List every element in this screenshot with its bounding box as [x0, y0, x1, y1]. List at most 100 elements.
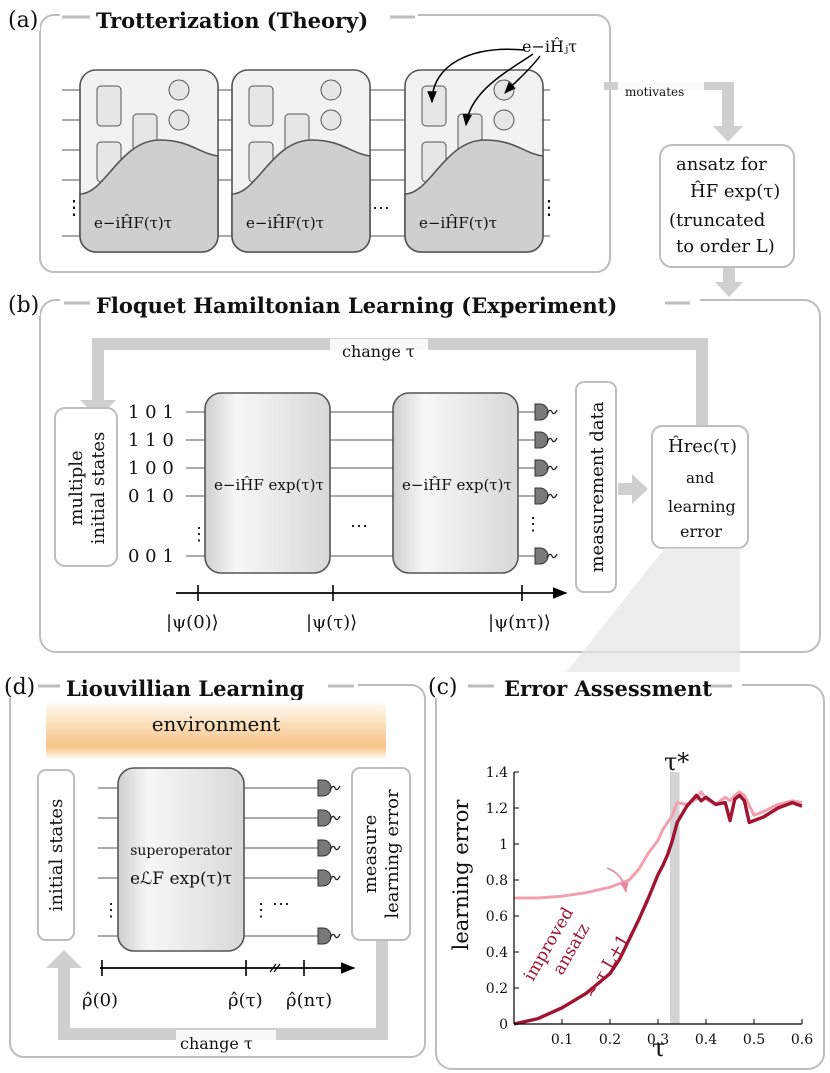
x-tick-label: 0.1	[551, 1032, 573, 1048]
trotter-block-2-label: e−iĤF(τ)τ	[246, 214, 324, 232]
panel-b-letter: (b)	[8, 293, 39, 318]
y-tick-label: 0.8	[486, 873, 508, 889]
series-line-2	[513, 793, 803, 1026]
gate-pointer-arrows	[427, 48, 541, 127]
panel-b-title: Floquet Hamiltonian Learning (Experiment…	[96, 293, 617, 318]
panel-d-title: Liouvillian Learning	[66, 676, 305, 701]
time-label-ntau: |ψ(nτ)⟩	[488, 612, 551, 633]
panel-d: (d) Liouvillian Learning environment ini…	[2, 672, 426, 1058]
superoperator-block	[117, 767, 245, 952]
environment-glow	[46, 700, 386, 758]
trotter-block-1-label: e−iĤF(τ)τ	[94, 214, 172, 232]
trotter-block-3-label: e−iĤF(τ)τ	[419, 214, 497, 232]
environment-label: environment	[152, 712, 281, 736]
panel-a-vdots-left: ⋮	[64, 195, 84, 219]
floquet-unitary-1-label: e−iĤF exp(τ)τ	[214, 476, 324, 494]
panel-c-title: Error Assessment	[504, 676, 712, 701]
superoperator-line-1: superoperator	[130, 843, 232, 859]
panel-d-time-ntau: ρ̂(nτ)	[286, 990, 332, 1011]
result-line-3: learning	[668, 497, 736, 516]
chart-ylabel: learning error	[449, 799, 473, 951]
chart-xlabel: τ	[652, 1034, 665, 1062]
panel-b-loop-label: change τ	[342, 342, 415, 361]
panel-b-result-arrow	[618, 474, 648, 504]
x-tick-label: 0.6	[791, 1032, 813, 1048]
ansatz-line-4: to order L)	[676, 236, 775, 257]
bitstring-row: 0 1 0	[128, 486, 174, 507]
ansatz-line-3: (truncated	[669, 210, 765, 231]
motivates-arrow: motivates	[604, 80, 743, 142]
floquet-unitary-1	[204, 392, 331, 574]
measurement-meter	[534, 431, 558, 449]
y-tick-label: 1.4	[486, 765, 508, 781]
panel-d-vdots-left: ⋮	[102, 900, 120, 921]
x-tick-label: 0.5	[743, 1032, 765, 1048]
panel-a: (a) Trotterization (Theory) ⋮ ⋮ e−iĤF(τ)…	[4, 4, 611, 273]
y-tick-label: 0	[499, 1017, 508, 1033]
tau-star-label: τ*	[664, 748, 689, 776]
measurement-meter	[534, 547, 558, 565]
measurement-meter	[534, 459, 558, 477]
panel-d-ellipsis: ⋯	[272, 894, 290, 915]
y-tick-label: 0.2	[486, 981, 508, 997]
measurement-meter	[317, 779, 341, 797]
panel-d-initial-states: initial states	[46, 799, 67, 912]
measurement-meter	[534, 487, 558, 505]
floquet-unitary-2	[392, 392, 519, 574]
panel-d-meters	[317, 779, 341, 945]
trotter-block-3: e−iĤF(τ)τ	[404, 69, 544, 253]
improvement-arrow	[606, 867, 629, 894]
x-tick-label: 0.2	[599, 1032, 621, 1048]
zoom-wedge	[560, 548, 740, 680]
y-tick-label: 1.2	[486, 801, 508, 817]
ansatz-box: ansatz for ĤF exp(τ) (truncated to order…	[659, 144, 795, 268]
ansatz-line-1: ansatz for	[676, 154, 767, 175]
measurement-data-label: measurement data	[587, 401, 608, 572]
measure-line-1: measure	[360, 815, 381, 894]
motivates-label: motivates	[625, 85, 684, 99]
panel-c: (c) Error Assessment 0 0.2 0.4 0.6 0.8 1 1.2 1.…	[426, 672, 825, 1070]
time-label-0: |ψ(0)⟩	[166, 612, 219, 633]
panel-d-letter: (d)	[4, 675, 35, 700]
y-tick-label: 0.4	[486, 945, 508, 961]
panel-a-letter: (a)	[8, 8, 38, 33]
bitstring-row: 1 0 1	[128, 402, 174, 423]
panel-b-loop-arrow	[80, 338, 708, 426]
tau-star-band	[670, 772, 680, 1024]
panel-b-vdots-right: ⋮	[524, 514, 542, 535]
floquet-unitary-2-label: e−iĤF exp(τ)τ	[402, 476, 512, 494]
measurement-meter	[317, 869, 341, 887]
panel-b-meters	[534, 403, 558, 565]
panel-a-ellipsis: ⋯	[372, 198, 390, 219]
panel-d-time-tau: ρ̂(τ)	[228, 990, 263, 1011]
panel-d-loop-label: change τ	[180, 1034, 253, 1053]
panel-b-vdots-left: ⋮	[190, 524, 208, 545]
panel-d-loop-arrow	[46, 941, 388, 1040]
ansatz-down-arrow	[715, 268, 743, 297]
measurement-meter	[317, 839, 341, 857]
measurement-meter	[534, 403, 558, 421]
result-line-1: Ĥrec(τ)	[668, 434, 737, 457]
initial-states-line-1: multiple	[66, 450, 87, 525]
result-line-4: error	[680, 522, 722, 541]
x-tick-label: 0.3	[647, 1032, 669, 1048]
panel-c-letter: (c)	[428, 675, 458, 700]
ansatz-line-2: ĤF exp(τ)	[690, 179, 780, 202]
panel-b: (b) Floquet Hamiltonian Learning (Experi…	[4, 288, 821, 653]
time-label-tau: |ψ(τ)⟩	[306, 612, 357, 633]
trotter-block-1: e−iĤF(τ)τ	[79, 69, 219, 253]
initial-states-line-2: initial states	[88, 432, 109, 545]
panel-a-vdots-right: ⋮	[539, 195, 559, 219]
superoperator-line-2: eℒF exp(τ)τ	[130, 869, 232, 889]
panel-d-time-0: ρ̂(0)	[82, 990, 118, 1011]
panel-a-title: Trotterization (Theory)	[96, 8, 368, 33]
measure-line-2: learning error	[382, 789, 403, 919]
gate-exponent-label: e−iĤⱼτ	[522, 36, 577, 56]
bitstring-row: 0 0 1	[128, 546, 174, 567]
result-line-2: and	[686, 469, 715, 487]
bitstring-row: 1 1 0	[128, 430, 174, 451]
measurement-meter	[317, 927, 341, 945]
y-tick-label: 1	[499, 837, 508, 853]
